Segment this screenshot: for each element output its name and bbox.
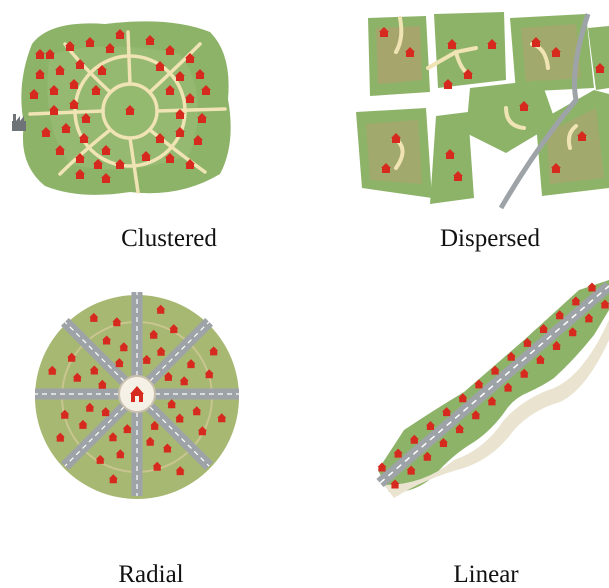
radial-settlement-map <box>34 294 242 500</box>
caption-clustered: Clustered <box>44 226 294 251</box>
caption-radial: Radial <box>26 562 276 587</box>
house-icon <box>588 283 597 292</box>
dispersed-settlement-map <box>356 8 609 208</box>
linear-settlement-map <box>374 280 609 505</box>
factory-icon <box>12 114 26 131</box>
caption-linear: Linear <box>361 562 609 587</box>
caption-dispersed: Dispersed <box>365 226 609 251</box>
clustered-settlement-map <box>10 14 240 199</box>
